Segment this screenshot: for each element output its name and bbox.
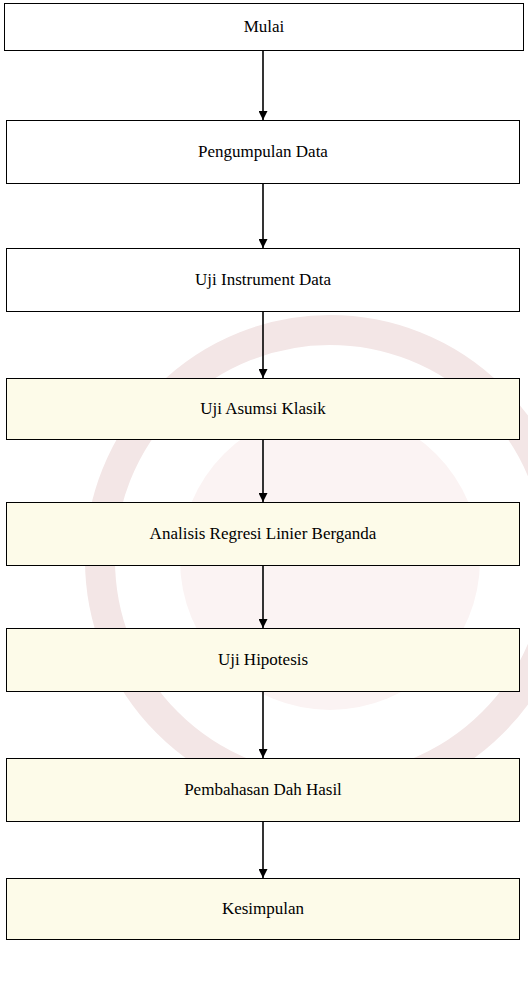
flow-arrow (262, 184, 264, 248)
process-box: Pembahasan Dah Hasil (6, 758, 520, 822)
flow-arrow (262, 312, 264, 378)
box-label: Uji Asumsi Klasik (192, 399, 334, 419)
box-label: Kesimpulan (214, 899, 312, 919)
box-label: Mulai (236, 17, 293, 37)
process-box: Uji Instrument Data (6, 248, 520, 312)
box-label: Pengumpulan Data (190, 142, 336, 162)
start-box: Mulai (4, 3, 524, 51)
flow-arrow (262, 566, 264, 628)
flow-arrow (262, 51, 264, 120)
process-box: Kesimpulan (6, 878, 520, 940)
process-box: Uji Asumsi Klasik (6, 378, 520, 440)
flow-arrow (262, 440, 264, 502)
box-label: Pembahasan Dah Hasil (176, 780, 350, 800)
process-box: Uji Hipotesis (6, 628, 520, 692)
process-box: Pengumpulan Data (6, 120, 520, 184)
box-label: Uji Hipotesis (210, 650, 316, 670)
flow-arrow (262, 692, 264, 758)
flow-arrow (262, 822, 264, 878)
box-label: Analisis Regresi Linier Berganda (142, 524, 385, 544)
process-box: Analisis Regresi Linier Berganda (6, 502, 520, 566)
box-label: Uji Instrument Data (187, 270, 339, 290)
